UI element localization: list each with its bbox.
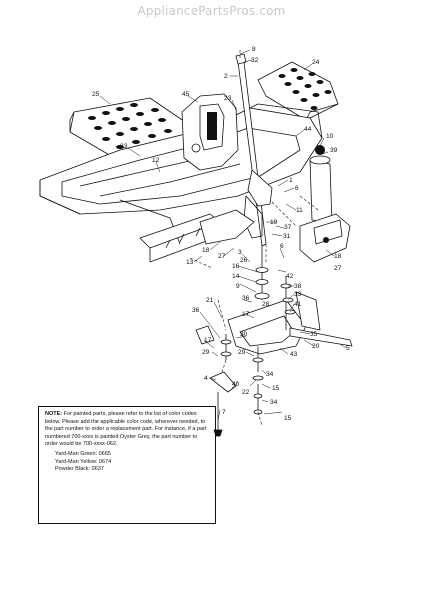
callout-45: 45 bbox=[182, 91, 190, 98]
callout-30: 30 bbox=[240, 331, 248, 338]
callout-9: 9 bbox=[236, 283, 240, 290]
callout-34-upper: 34 bbox=[266, 371, 274, 378]
callout-40: 40 bbox=[232, 381, 240, 388]
callout-29-left: 29 bbox=[202, 349, 210, 356]
color-code-green: Yard-Man Green: 0665 bbox=[55, 450, 111, 457]
callout-17-left: 17 bbox=[204, 337, 212, 344]
callout-38: 38 bbox=[294, 283, 302, 290]
callout-1: 1 bbox=[289, 177, 293, 184]
callout-15-lower: 15 bbox=[284, 415, 292, 422]
callout-19: 19 bbox=[270, 219, 278, 226]
callout-25: 25 bbox=[92, 91, 100, 98]
callout-32: 32 bbox=[251, 57, 259, 64]
callout-42: 42 bbox=[286, 273, 294, 280]
callout-27-left: 27 bbox=[218, 253, 226, 260]
callout-44: 44 bbox=[304, 126, 312, 133]
callout-12: 12 bbox=[152, 157, 160, 164]
callout-41: 41 bbox=[294, 301, 302, 308]
callout-24: 24 bbox=[312, 59, 320, 66]
callout-20: 20 bbox=[312, 343, 320, 350]
callout-33: 33 bbox=[294, 291, 302, 298]
color-code-list: Yard-Man Green: 0665 Yard-Man Yellow: 06… bbox=[55, 451, 209, 474]
color-code-note: NOTE: For painted parts, please refer to… bbox=[38, 406, 216, 524]
callout-39: 39 bbox=[330, 147, 338, 154]
callout-43: 43 bbox=[290, 351, 298, 358]
callout-11: 11 bbox=[296, 207, 303, 214]
callout-6-upper: 6 bbox=[295, 185, 299, 192]
callout-36-center: 36 bbox=[242, 295, 250, 302]
callout-34-lower: 34 bbox=[270, 399, 278, 406]
note-label: NOTE: bbox=[45, 411, 63, 417]
callout-22: 22 bbox=[242, 389, 250, 396]
callout-3: 3 bbox=[238, 249, 242, 256]
callout-37: 37 bbox=[284, 224, 292, 231]
note-text: For painted parts, please refer to the l… bbox=[45, 411, 207, 448]
callout-18-left: 18 bbox=[202, 247, 210, 254]
pivot-bracket-left bbox=[195, 325, 237, 437]
callout-26: 26 bbox=[240, 257, 248, 264]
callout-13: 13 bbox=[186, 259, 194, 266]
color-code-yellow: Yard-Man Yellow: 0674 bbox=[55, 458, 112, 465]
callout-28: 28 bbox=[262, 301, 270, 308]
callout-numbers: 8 32 2 24 25 45 23 23 12 44 10 39 1 6 11… bbox=[92, 46, 350, 422]
callout-21: 21 bbox=[206, 297, 214, 304]
note-paragraph: NOTE: For painted parts, please refer to… bbox=[45, 411, 209, 449]
color-code-black: Powder Black: 0637 bbox=[55, 466, 104, 473]
callout-16: 16 bbox=[232, 263, 240, 270]
callout-14: 14 bbox=[232, 273, 240, 280]
callout-2: 2 bbox=[224, 73, 228, 80]
callout-18-right: 18 bbox=[334, 253, 342, 260]
callout-10: 10 bbox=[326, 133, 334, 140]
callout-6-lower: 6 bbox=[280, 243, 284, 250]
callout-leader-lines bbox=[99, 49, 347, 421]
front-axle-column bbox=[299, 145, 351, 263]
callout-7: 7 bbox=[222, 409, 226, 416]
callout-4: 4 bbox=[204, 375, 208, 382]
callout-35: 35 bbox=[310, 331, 318, 338]
callout-23-upper: 23 bbox=[224, 95, 232, 102]
callout-8: 8 bbox=[252, 46, 256, 53]
callout-23-lower: 23 bbox=[120, 143, 128, 150]
callout-36-left: 36 bbox=[192, 307, 200, 314]
callout-5: 5 bbox=[346, 345, 350, 352]
left-frame-channel bbox=[139, 209, 255, 263]
callout-15-upper: 15 bbox=[272, 385, 280, 392]
callout-27-right: 27 bbox=[334, 265, 342, 272]
hardware-stack-center bbox=[220, 246, 296, 415]
assembly-guide-lines bbox=[189, 50, 319, 427]
watermark-text: AppliancePartsPros.com bbox=[137, 4, 286, 18]
callout-17-center: 17 bbox=[242, 311, 250, 318]
callout-31: 31 bbox=[283, 233, 291, 240]
callout-29-center: 29 bbox=[238, 349, 246, 356]
dash-panel bbox=[181, 93, 239, 171]
